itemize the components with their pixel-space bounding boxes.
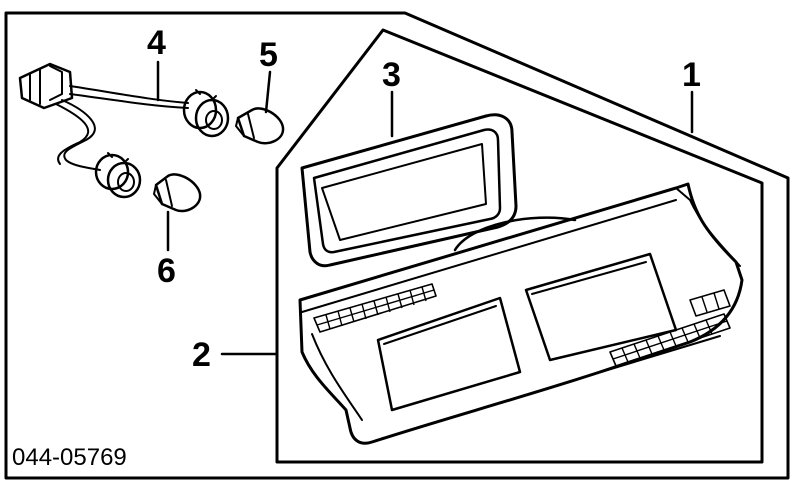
callout-5: 5 [259, 36, 278, 74]
leader-lines [156, 60, 694, 356]
socket-upper [182, 89, 230, 138]
callout-4: 4 [147, 24, 166, 62]
lens-texture-right [609, 289, 731, 367]
outer-frame [4, 11, 790, 480]
wire-harness [18, 62, 230, 199]
lamp-lens [298, 182, 744, 445]
part-code: 044-05769 [12, 444, 127, 471]
lens-texture-left [313, 283, 437, 333]
callout-6: 6 [157, 252, 176, 290]
bulb-upper [235, 107, 285, 145]
gasket [300, 113, 518, 268]
socket-lower [94, 152, 142, 199]
callout-2: 2 [192, 336, 211, 374]
bulb-lower [153, 173, 202, 213]
callout-1: 1 [682, 56, 701, 94]
callout-3: 3 [382, 56, 401, 94]
assembly-frame [275, 28, 764, 464]
